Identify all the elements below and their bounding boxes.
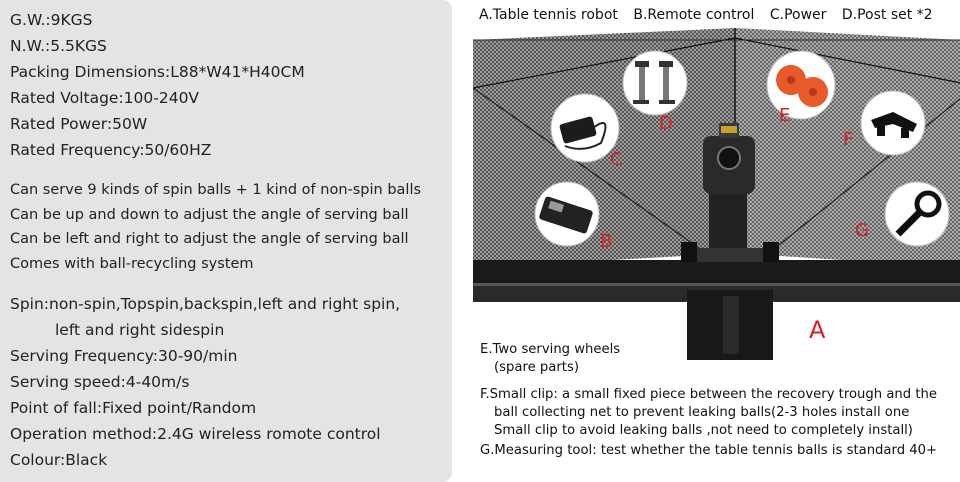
- caption-a: A.Table tennis robot: [479, 7, 618, 23]
- caption-f: F.Small clip: a small fixed piece betwee…: [480, 387, 937, 402]
- param-serving-speed: Serving speed:4-40m/s: [10, 373, 190, 391]
- serving-params: Spin:non-spin,Topspin,backspin,left and …: [10, 291, 400, 473]
- photo-label-g: G: [855, 220, 869, 241]
- param-point-of-fall: Point of fall:Fixed point/Random: [10, 399, 257, 417]
- spec-net-weight: N.W.:5.5KGS: [10, 37, 107, 55]
- basic-specs: G.W.:9KGS N.W.:5.5KGS Packing Dimensions…: [10, 7, 305, 163]
- caption-e-note: (spare parts): [494, 360, 579, 375]
- feature-vertical-angle: Can be up and down to adjust the angle o…: [10, 206, 409, 223]
- feature-spin-balls: Can serve 9 kinds of spin balls + 1 kind…: [10, 182, 422, 198]
- specifications-panel: G.W.:9KGS N.W.:5.5KGS Packing Dimensions…: [0, 0, 452, 482]
- feature-horizontal-angle: Can be left and right to adjust the angl…: [10, 231, 409, 247]
- spec-rated-voltage: Rated Voltage:100-240V: [10, 89, 200, 107]
- remote-control-image: [534, 181, 600, 247]
- serving-wheels-image: [766, 50, 836, 120]
- small-clip-image: [860, 90, 926, 156]
- caption-d: D.Post set *2: [841, 7, 933, 23]
- caption-c: C.Power: [769, 7, 827, 23]
- product-illustration-panel: A.Table tennis robot B.Remote control C.…: [466, 0, 960, 482]
- param-colour: Colour:Black: [10, 451, 108, 469]
- caption-e: E.Two serving wheels: [480, 342, 621, 357]
- caption-f-block: F.Small clip: a small fixed piece betwee…: [480, 386, 937, 460]
- spec-gross-weight: G.W.:9KGS: [10, 11, 93, 29]
- caption-g: G.Measuring tool: test whether the table…: [480, 443, 938, 458]
- caption-e-block: E.Two serving wheels (spare parts): [480, 341, 620, 377]
- power-adapter-image: [550, 93, 620, 163]
- photo-label-a: A: [809, 316, 826, 344]
- photo-label-b: B: [600, 231, 612, 252]
- feature-ball-recycling: Comes with ball-recycling system: [10, 255, 254, 272]
- caption-f-line-2: ball collecting net to prevent leaking b…: [494, 405, 910, 420]
- spec-rated-frequency: Rated Frequency:50/60HZ: [10, 141, 212, 159]
- photo-label-e: E: [779, 105, 790, 126]
- parts-caption: A.Table tennis robot B.Remote control C.…: [479, 7, 944, 23]
- measuring-tool-image: [884, 181, 950, 247]
- robot-photo: A B C D E F G: [473, 28, 960, 360]
- caption-f-line-3: Small clip to avoid leaking balls ,not n…: [494, 423, 913, 438]
- param-serving-frequency: Serving Frequency:30-90/min: [10, 347, 238, 365]
- feature-list: Can serve 9 kinds of spin balls + 1 kind…: [10, 178, 421, 276]
- post-set-image: [622, 50, 688, 116]
- param-operation-method: Operation method:2.4G wireless romote co…: [10, 425, 381, 443]
- robot-body: [681, 123, 779, 360]
- photo-label-d: D: [659, 113, 673, 134]
- photo-label-f: F: [843, 129, 853, 150]
- spec-rated-power: Rated Power:50W: [10, 115, 148, 133]
- param-spin-continued: left and right sidespin: [55, 321, 225, 339]
- spec-packing-dimensions: Packing Dimensions:L88*W41*H40CM: [10, 63, 305, 81]
- caption-b: B.Remote control: [633, 7, 755, 23]
- photo-label-c: C: [610, 149, 623, 170]
- param-spin: Spin:non-spin,Topspin,backspin,left and …: [10, 295, 401, 313]
